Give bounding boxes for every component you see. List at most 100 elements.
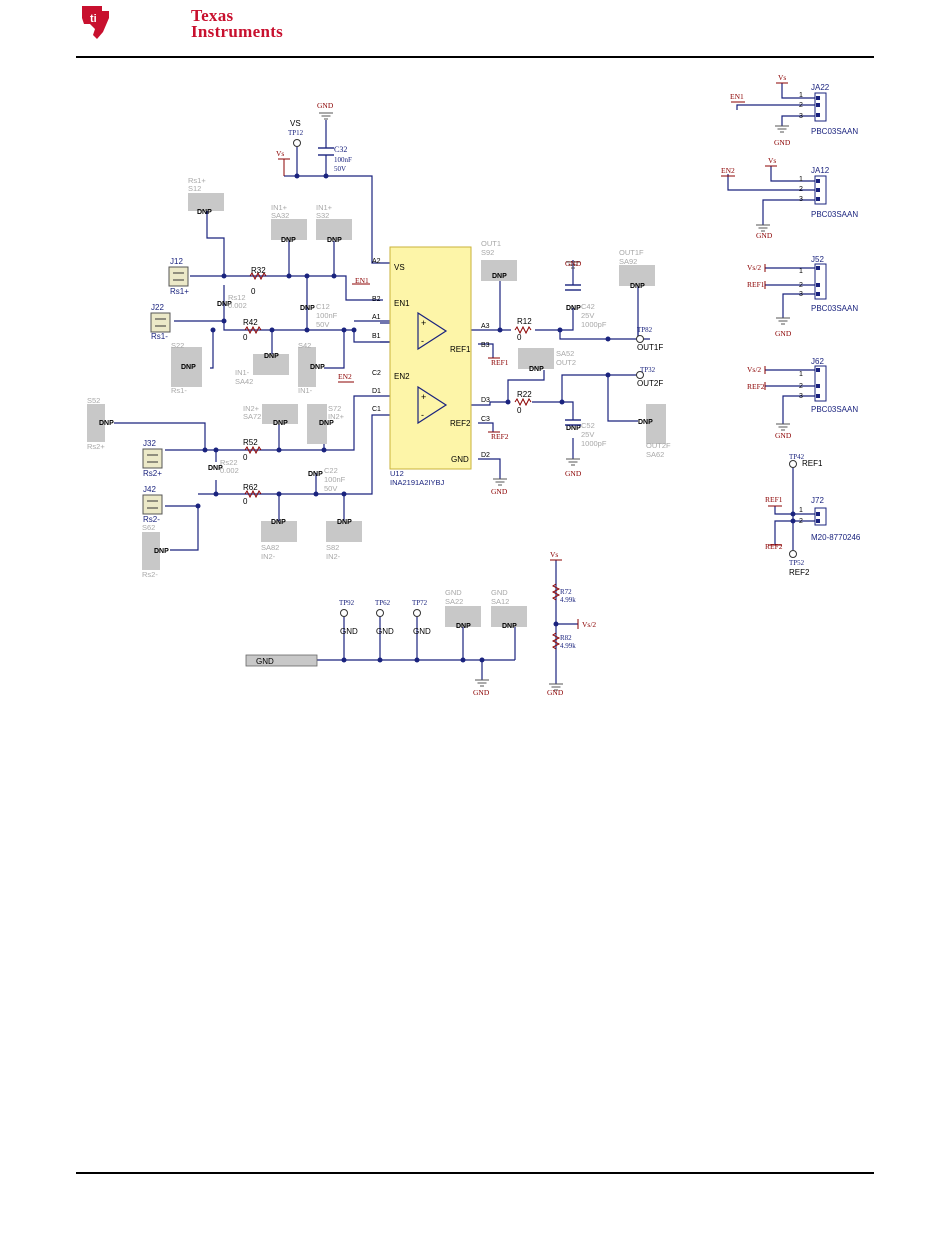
svg-text:DNP: DNP [273, 420, 288, 427]
svg-text:IN2-: IN2- [261, 552, 276, 561]
pin-vs: VS [394, 263, 405, 272]
svg-text:DNP: DNP [264, 353, 279, 360]
svg-text:GND: GND [756, 231, 773, 240]
svg-text:0: 0 [251, 287, 256, 296]
svg-text:1000pF: 1000pF [581, 439, 607, 448]
svg-text:EN1: EN1 [730, 92, 744, 101]
svg-text:1: 1 [799, 176, 803, 183]
svg-text:Rs2-: Rs2- [143, 515, 160, 524]
svg-text:1: 1 [799, 507, 803, 514]
svg-text:REF2: REF2 [747, 382, 765, 391]
header-connectors [814, 92, 827, 526]
svg-text:GND: GND [565, 469, 582, 478]
svg-text:C42: C42 [581, 302, 595, 311]
pin-ref1: REF1 [450, 345, 471, 354]
svg-text:PBC03SAAN: PBC03SAAN [811, 405, 858, 414]
svg-text:JA12: JA12 [811, 166, 830, 175]
header-pin-numbers: 123 123 123 123 12 [799, 92, 803, 525]
svg-text:SA92: SA92 [619, 257, 637, 266]
svg-text:OUT1F: OUT1F [637, 343, 663, 352]
svg-text:DNP: DNP [217, 301, 232, 308]
svg-text:DNP: DNP [492, 273, 507, 280]
header-rule [76, 56, 874, 58]
svg-text:DNP: DNP [319, 420, 334, 427]
c32-ref: C32 [334, 145, 347, 154]
svg-text:TP32: TP32 [640, 366, 656, 374]
svg-text:Rs1-: Rs1- [151, 332, 168, 341]
svg-text:TP42: TP42 [789, 453, 805, 461]
svg-text:R42: R42 [243, 318, 258, 327]
svg-text:3: 3 [799, 196, 803, 203]
svg-text:REF1: REF1 [747, 280, 765, 289]
ic-ref: U12 [390, 469, 404, 478]
svg-text:S22: S22 [171, 341, 184, 350]
svg-text:DNP: DNP [566, 425, 581, 432]
ic-u12: + - + - VS EN1 EN2 REF1 REF2 GND A2 B2 A… [372, 246, 490, 487]
svg-text:TP52: TP52 [789, 559, 805, 567]
opamp-1-symbol [417, 311, 448, 351]
power-net-labels: GND GND GND GND GND GND GND GND GND GND … [276, 73, 792, 697]
svg-text:DNP: DNP [281, 237, 296, 244]
svg-text:DNP: DNP [310, 364, 325, 371]
opamp1-minus: - [421, 336, 424, 346]
svg-text:DNP: DNP [271, 519, 286, 526]
svg-text:REF1: REF1 [765, 495, 783, 504]
svg-text:C22: C22 [324, 466, 338, 475]
ti-logo-icon: ti [82, 6, 109, 39]
svg-text:2: 2 [799, 518, 803, 525]
svg-text:C2: C2 [372, 370, 381, 377]
svg-text:REF1: REF1 [491, 358, 509, 367]
svg-text:Vs: Vs [550, 550, 558, 559]
svg-text:R12: R12 [517, 317, 532, 326]
svg-text:S52: S52 [87, 396, 100, 405]
svg-text:S62: S62 [142, 523, 155, 532]
svg-text:DNP: DNP [308, 471, 323, 478]
svg-text:GND: GND [473, 688, 490, 697]
svg-text:100nF: 100nF [316, 311, 338, 320]
svg-text:C1: C1 [372, 406, 381, 413]
svg-text:SA22: SA22 [445, 597, 463, 606]
svg-text:0.002: 0.002 [228, 301, 247, 310]
svg-text:TP62: TP62 [375, 599, 391, 607]
svg-text:S72: S72 [328, 404, 341, 413]
svg-text:DNP: DNP [630, 283, 645, 290]
svg-text:IN2+: IN2+ [243, 404, 260, 413]
svg-text:GND: GND [774, 138, 791, 147]
svg-text:2: 2 [799, 102, 803, 109]
svg-text:50V: 50V [324, 484, 337, 493]
svg-text:OUT1F: OUT1F [619, 248, 644, 257]
svg-text:B2: B2 [372, 296, 381, 303]
svg-text:J12: J12 [170, 257, 183, 266]
svg-text:SA42: SA42 [235, 377, 253, 386]
svg-text:TP92: TP92 [339, 599, 355, 607]
ti-logo: ti Texas Instruments [76, 2, 283, 42]
svg-text:C3: C3 [481, 416, 490, 423]
svg-text:GND: GND [340, 627, 358, 636]
svg-text:GND: GND [413, 627, 431, 636]
svg-text:3: 3 [799, 393, 803, 400]
svg-text:R52: R52 [243, 438, 258, 447]
svg-text:4.99k: 4.99k [560, 596, 576, 604]
resistors [244, 271, 561, 650]
svg-text:0: 0 [243, 333, 248, 342]
svg-text:1: 1 [799, 371, 803, 378]
svg-text:PBC03SAAN: PBC03SAAN [811, 210, 858, 219]
svg-text:Rs2-: Rs2- [142, 570, 158, 579]
svg-text:SA52: SA52 [556, 349, 574, 358]
svg-text:REF1: REF1 [802, 459, 823, 468]
svg-text:OUT2F: OUT2F [637, 379, 663, 388]
svg-text:ti: ti [90, 13, 97, 25]
svg-text:GND: GND [317, 101, 334, 110]
svg-text:GND: GND [376, 627, 394, 636]
footer-rule [76, 1172, 874, 1174]
pin-en1: EN1 [394, 299, 410, 308]
svg-text:B1: B1 [372, 333, 381, 340]
svg-text:DNP: DNP [154, 548, 169, 555]
svg-text:3: 3 [799, 113, 803, 120]
pin-en2: EN2 [394, 372, 410, 381]
svg-text:TP82: TP82 [637, 326, 653, 334]
